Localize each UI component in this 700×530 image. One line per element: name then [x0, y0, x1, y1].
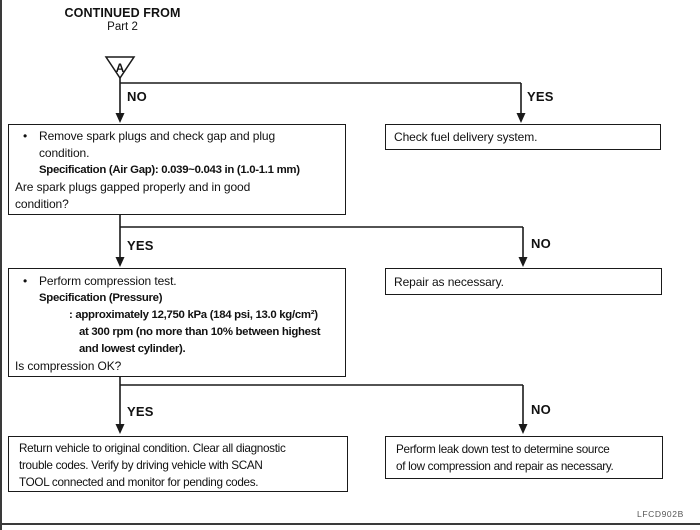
box-text-line: trouble codes. Verify by driving vehicle… [19, 459, 263, 472]
page-border-bottom [0, 523, 700, 525]
spec-line: at 300 rpm (no more than 10% between hig… [79, 326, 321, 338]
branch-label-yes-2: YES [127, 238, 154, 253]
box-text-line: TOOL connected and monitor for pending c… [19, 476, 259, 489]
continued-from-part: Part 2 [107, 21, 138, 33]
box-text-line: Perform leak down test to determine sour… [396, 443, 610, 456]
continued-from-title: CONTINUED FROM [64, 6, 181, 20]
step-line: • Remove spark plugs and check gap and p… [9, 128, 345, 145]
step-text: Remove spark plugs and check gap and plu… [39, 129, 276, 143]
connector-a-symbol [104, 56, 136, 80]
return-vehicle-box: Return vehicle to original condition. Cl… [8, 436, 348, 492]
bullet-icon: • [23, 129, 28, 143]
arrow-down-icon [518, 424, 528, 434]
arrow-down-icon [516, 113, 526, 123]
branch-label-no-2: NO [531, 236, 551, 251]
box-text: Check fuel delivery system. [394, 130, 538, 144]
box-text-line: of low compression and repair as necessa… [396, 460, 614, 473]
spec-line: Specification (Air Gap): 0.039~0.043 in … [39, 164, 300, 176]
box-text: Repair as necessary. [394, 274, 504, 289]
spec-title-line: Specification (Pressure) [39, 292, 163, 304]
arrow-down-icon [518, 257, 528, 267]
spark-plug-check-box: • Remove spark plugs and check gap and p… [8, 124, 346, 215]
branch-label-yes-3: YES [127, 404, 154, 419]
step-text: Perform compression test. [39, 274, 177, 288]
connector-a-label: A [116, 61, 125, 75]
check-fuel-box: Check fuel delivery system. [385, 124, 661, 150]
spec-line: and lowest cylinder). [79, 343, 186, 355]
box-text-line: Return vehicle to original condition. Cl… [19, 442, 286, 455]
arrow-down-icon [115, 113, 125, 123]
question-line: condition? [15, 197, 69, 211]
page-border-left [0, 0, 2, 530]
arrow-down-icons [115, 113, 528, 434]
branch-label-no-3: NO [531, 402, 551, 417]
repair-box: Repair as necessary. [385, 268, 662, 295]
arrow-down-icon [115, 424, 125, 434]
leak-down-box: Perform leak down test to determine sour… [385, 436, 663, 479]
branch-label-no-1: NO [127, 89, 147, 104]
bullet-icon: • [23, 274, 28, 288]
question-line: Is compression OK? [15, 359, 122, 373]
step-line: condition. [39, 146, 90, 160]
question-line: Are spark plugs gapped properly and in g… [15, 180, 251, 194]
step-line: • Perform compression test. [9, 273, 345, 290]
branch-label-yes-1: YES [527, 89, 554, 104]
flow-lines [119, 78, 524, 426]
figure-code: LFCD902B [637, 509, 684, 519]
compression-test-box: • Perform compression test. Specificatio… [8, 268, 346, 377]
spec-line: : approximately 12,750 kPa (184 psi, 13.… [69, 309, 318, 321]
arrow-down-icon [115, 257, 125, 267]
